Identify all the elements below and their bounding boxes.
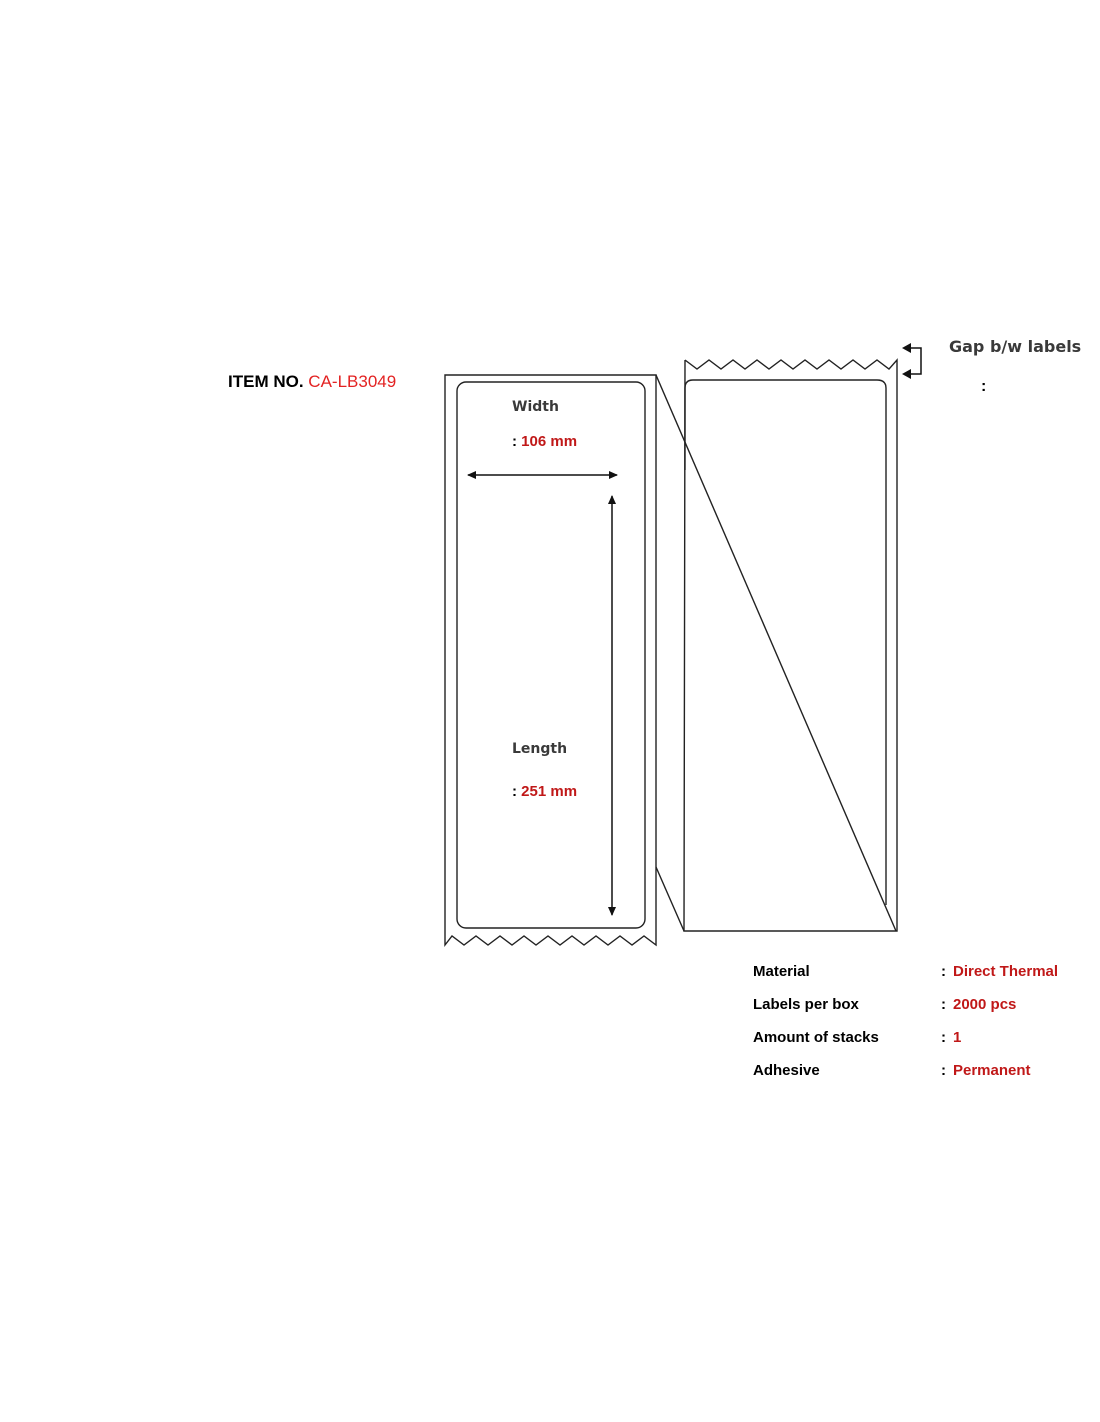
back-label-strip xyxy=(683,358,898,932)
spec-label: Labels per box xyxy=(753,996,859,1013)
back-label xyxy=(684,379,887,905)
width-label: Width xyxy=(512,399,559,415)
roll-twist-lines xyxy=(655,374,897,932)
gap-arrow-top-icon xyxy=(902,343,911,353)
length-value-line: : 251 mm xyxy=(512,783,578,800)
gap-arrow-bottom-icon xyxy=(902,369,911,379)
gap-value-line: : xyxy=(981,378,987,395)
spec-label: Material xyxy=(753,963,810,980)
item-number-value: CA-LB3049 xyxy=(308,372,397,391)
spec-value: 2000 pcs xyxy=(953,996,1017,1013)
length-value: 251 mm xyxy=(521,783,578,800)
spec-value: Permanent xyxy=(953,1062,1031,1079)
spec-label: Amount of stacks xyxy=(753,1029,879,1046)
spec-label: Adhesive xyxy=(753,1062,820,1079)
spec-value: 1 xyxy=(953,1029,962,1046)
width-value: 106 mm xyxy=(521,433,578,450)
front-label xyxy=(456,381,646,929)
gap-bracket xyxy=(906,347,922,375)
gap-label: Gap b/w labels xyxy=(949,337,1082,356)
item-number-prefix: ITEM NO. xyxy=(228,372,304,391)
spec-value: Direct Thermal xyxy=(953,963,1059,980)
width-value-line: : 106 mm xyxy=(512,433,578,450)
front-label-strip xyxy=(444,374,657,948)
item-number: ITEM NO. CA-LB3049 xyxy=(228,372,396,392)
length-label: Length xyxy=(512,741,568,757)
